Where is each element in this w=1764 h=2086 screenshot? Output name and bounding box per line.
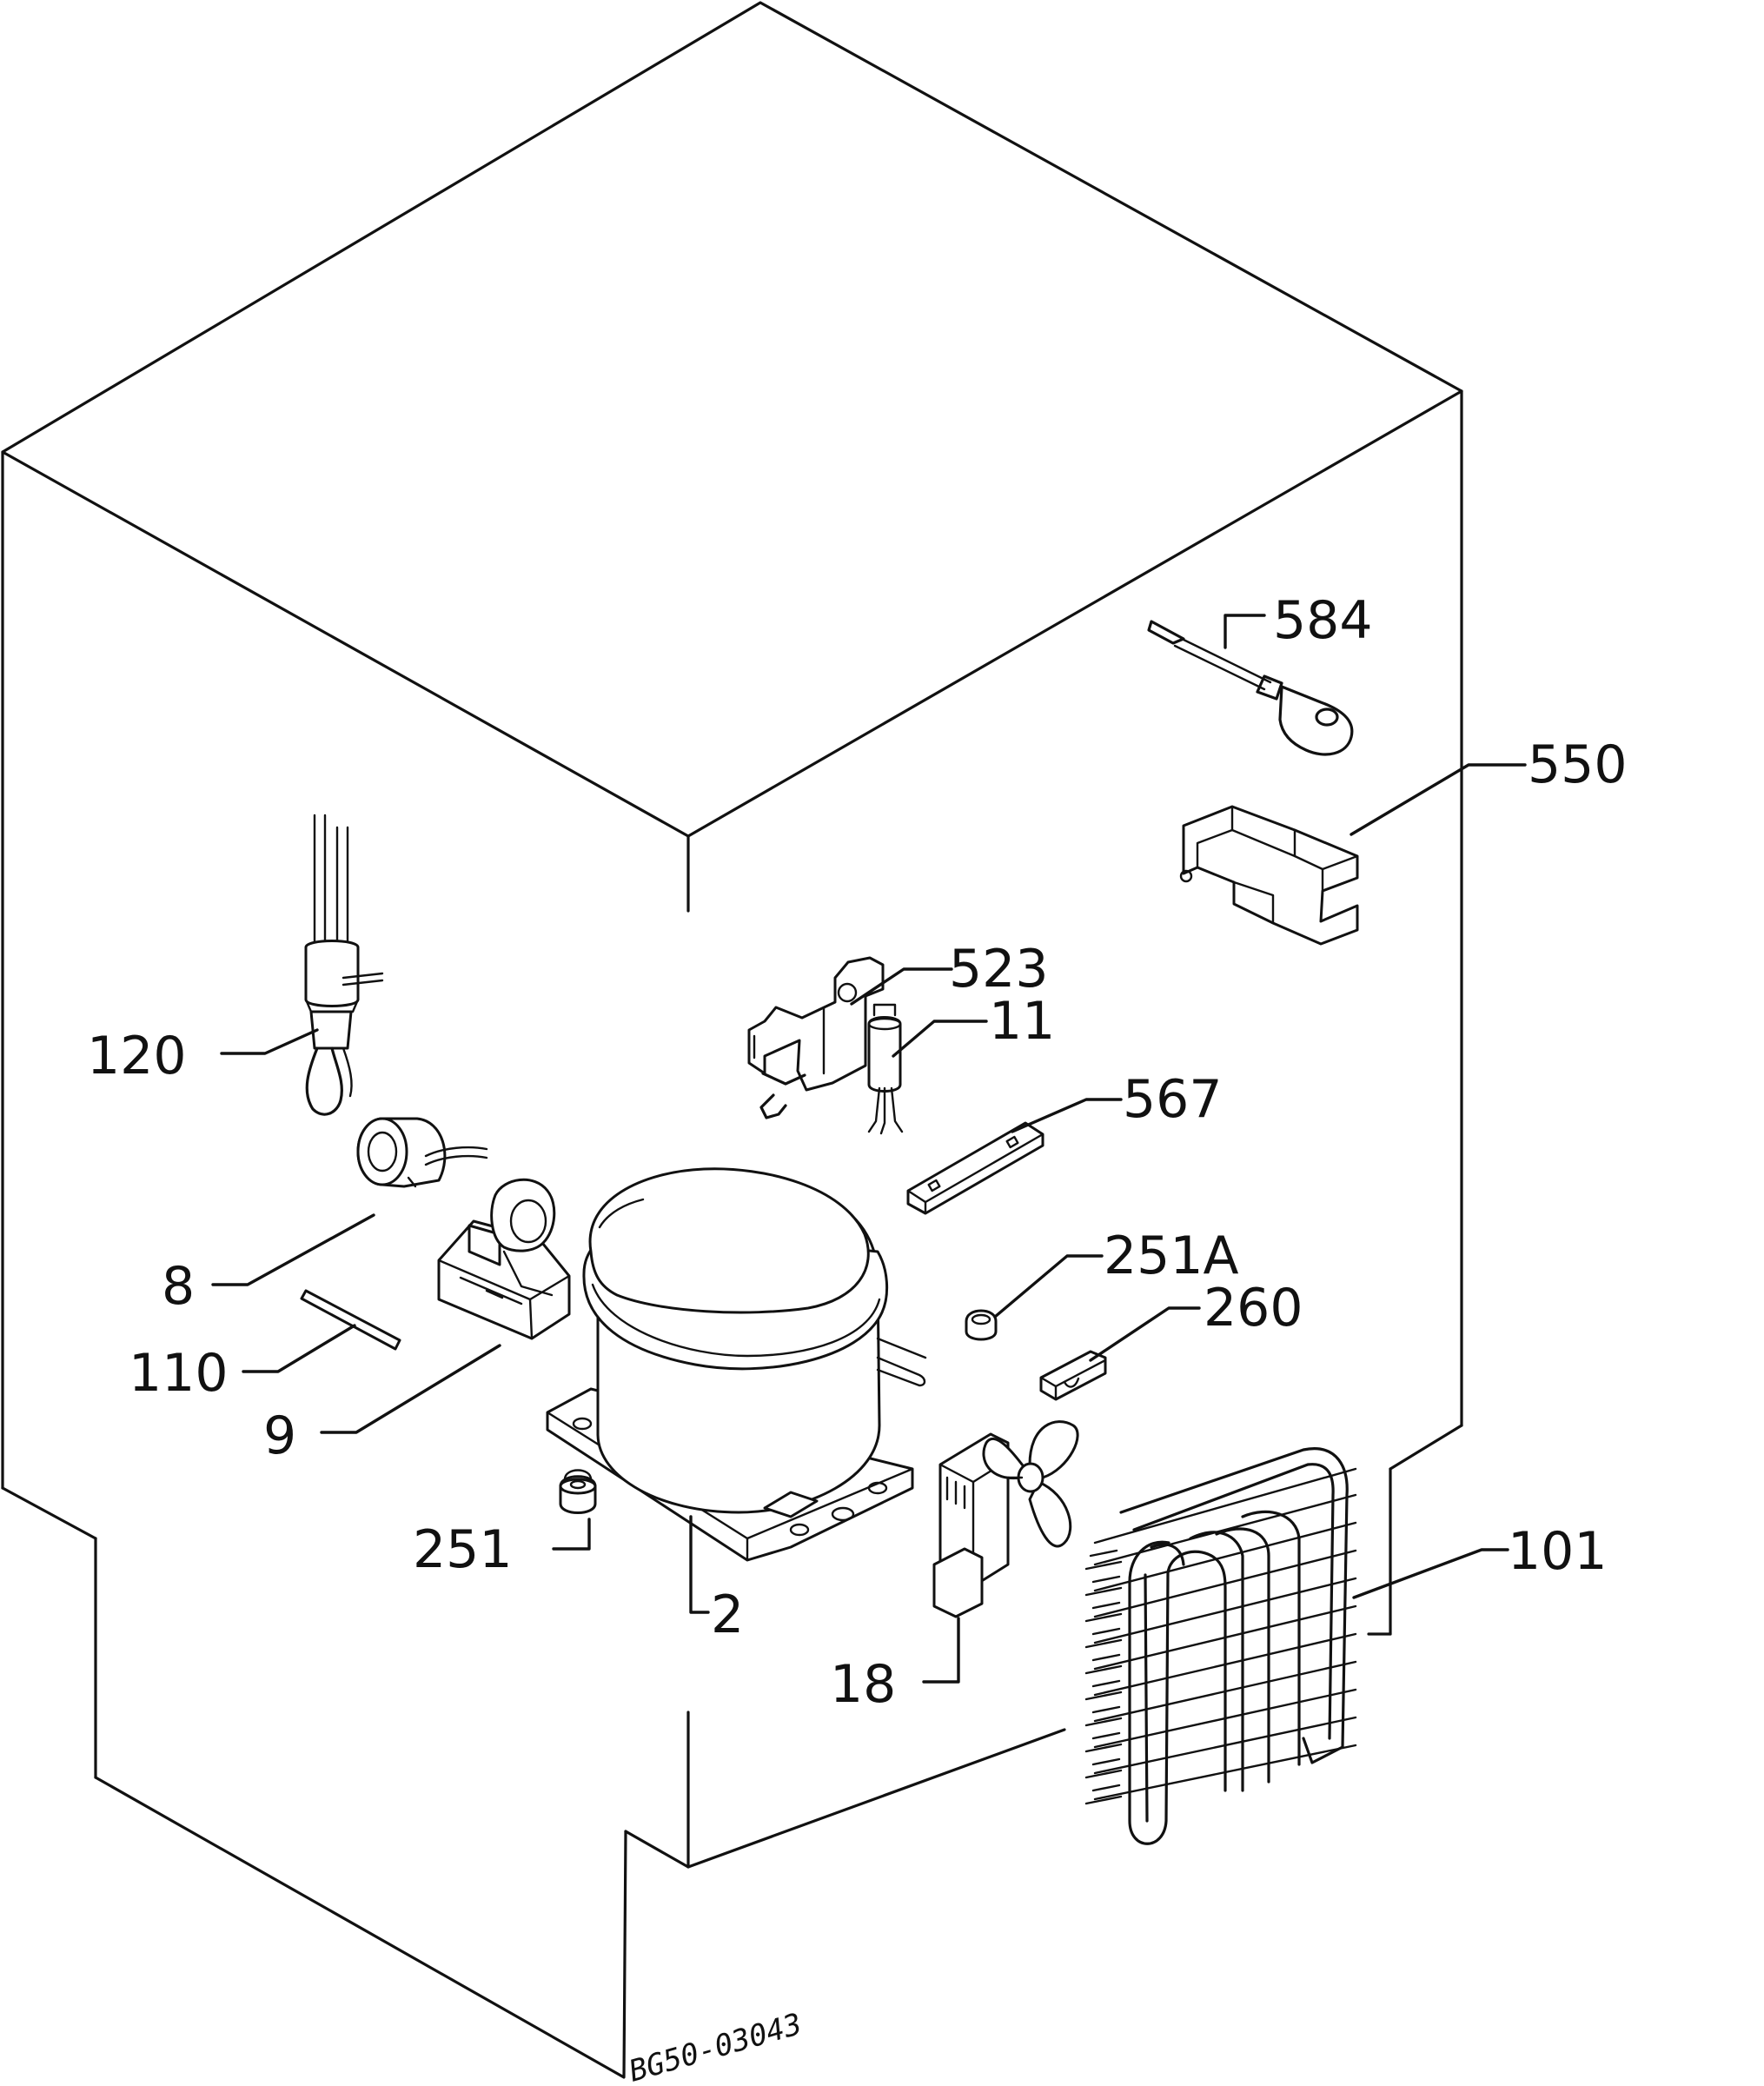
part-251A-grommet (965, 1309, 998, 1341)
leader-101 (1352, 1548, 1509, 1599)
part-567-plate (906, 1121, 1044, 1215)
cabinet-outline (1, 1, 1463, 2079)
part-584-sensor (1147, 620, 1354, 756)
callout-2: 2 (711, 1584, 744, 1645)
cabinet-top-face (1, 1, 1463, 838)
callout-18: 18 (830, 1654, 896, 1715)
leader-251A (993, 1254, 1104, 1319)
callout-101: 101 (1508, 1521, 1608, 1582)
leader-110 (242, 1324, 356, 1373)
leader-523 (850, 967, 953, 1006)
callout-9: 9 (263, 1405, 296, 1466)
callout-labels: 584 550 523 11 567 120 8 251A 260 110 9 … (87, 590, 1628, 1715)
cabinet-bottom-front-edge (624, 1728, 1066, 1869)
part-120-wiring (304, 814, 384, 1116)
part-523-clamp (747, 956, 885, 1119)
callout-11: 11 (989, 991, 1055, 1052)
part-8-overload (356, 1117, 488, 1188)
leader-lines (211, 614, 1527, 1684)
part-251-grommet (559, 1469, 597, 1514)
leader-550 (1350, 763, 1527, 836)
leader-11 (892, 1020, 988, 1058)
callout-260: 260 (1204, 1278, 1303, 1339)
cabinet-bottom-left-edge (1, 1486, 97, 1540)
callout-584: 584 (1273, 590, 1373, 651)
leader-567 (1011, 1098, 1123, 1133)
plinth-outline (94, 1776, 627, 2079)
leader-120 (220, 1028, 319, 1055)
callout-8: 8 (162, 1256, 195, 1317)
callout-567: 567 (1123, 1069, 1223, 1130)
callout-251A: 251A (1104, 1226, 1239, 1286)
part-18-fan-motor (932, 1420, 1079, 1618)
leader-2 (689, 1515, 710, 1614)
callout-251: 251 (413, 1519, 513, 1580)
callout-550: 550 (1528, 734, 1628, 795)
part-11-capacitor (867, 1003, 904, 1135)
leader-584 (1224, 614, 1266, 649)
part-260-clip (1039, 1350, 1107, 1401)
part-101-condenser (1084, 1447, 1357, 1845)
callout-110: 110 (129, 1343, 229, 1404)
leader-251 (552, 1518, 591, 1551)
leader-9 (320, 1344, 501, 1434)
leader-18 (922, 1617, 960, 1684)
callout-523: 523 (949, 939, 1049, 1000)
callout-120: 120 (87, 1026, 187, 1086)
part-550-bracket (1179, 805, 1359, 946)
part-110-rod (300, 1289, 401, 1351)
drawing-code: BG50-03043 (625, 2007, 806, 2086)
leader-260 (1089, 1306, 1201, 1362)
leader-8 (211, 1213, 375, 1286)
cabinet-bottom-right-edge-a (1389, 1424, 1463, 1471)
part-2-compressor (546, 1167, 927, 1562)
part-9-relay-cover (437, 1178, 571, 1340)
